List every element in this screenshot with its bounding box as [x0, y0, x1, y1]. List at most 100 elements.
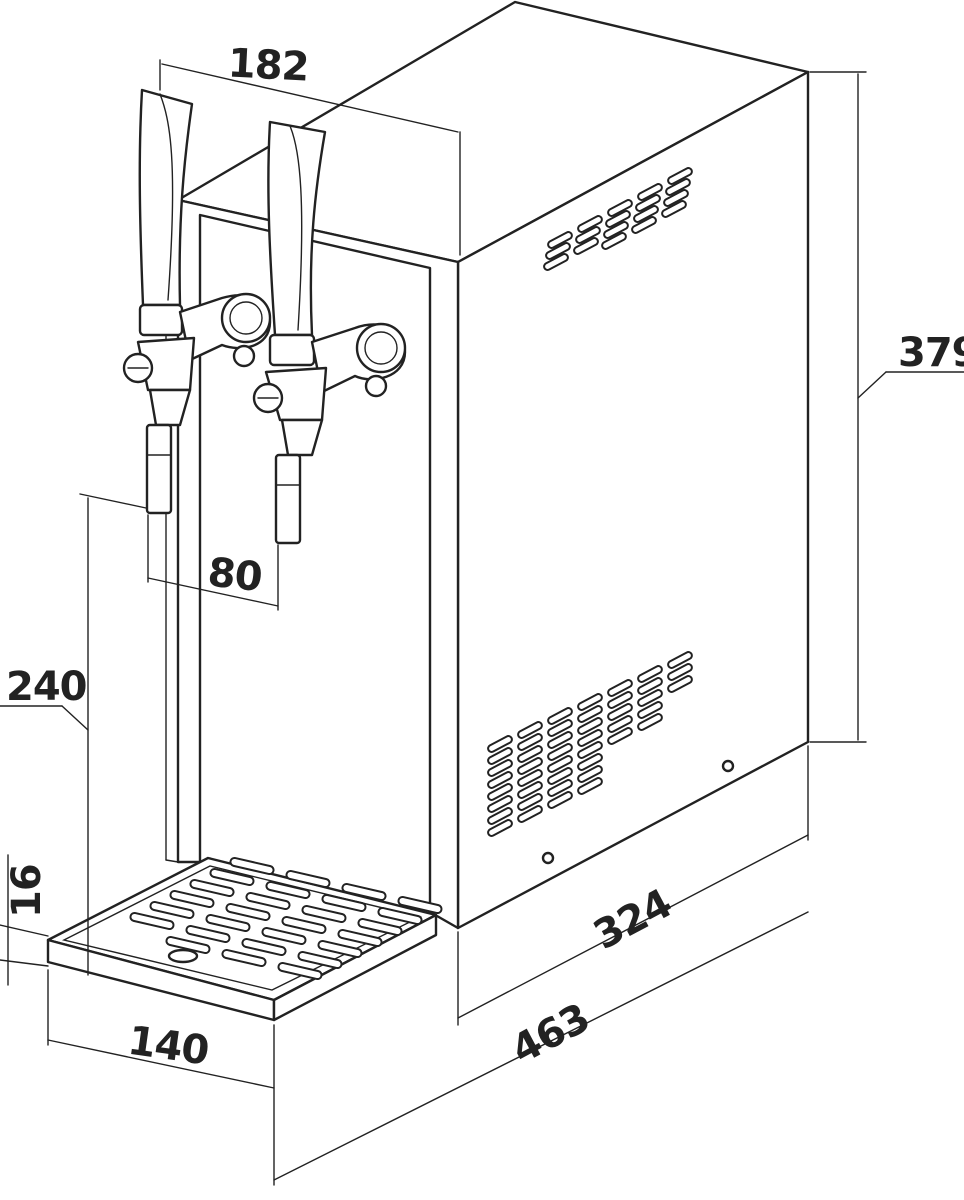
- vent-slot: [575, 226, 601, 244]
- vent-slot: [487, 819, 513, 837]
- vent-slot: [577, 765, 603, 783]
- drain-hole: [167, 948, 199, 964]
- vent-slot: [297, 950, 343, 970]
- vent-slot: [209, 867, 255, 887]
- vent-slot: [573, 237, 599, 255]
- vent-slot: [341, 882, 387, 902]
- vent-slot: [487, 771, 513, 789]
- tap-right: [252, 120, 407, 545]
- vent-slot: [245, 891, 291, 911]
- vent-slot: [487, 783, 513, 801]
- screw: [541, 851, 555, 865]
- dim-height-body: 379: [898, 330, 964, 376]
- vent-slot: [577, 777, 603, 795]
- drip-tray-grate: [129, 856, 443, 981]
- vent-slot: [337, 928, 383, 948]
- vent-slot: [667, 167, 693, 185]
- vent-slot: [129, 911, 175, 931]
- vent-slot: [357, 917, 403, 937]
- vent-slot: [517, 781, 543, 799]
- dim-spout-spacing: 80: [206, 550, 264, 601]
- vent-slot: [277, 961, 323, 981]
- vent-slot: [607, 691, 633, 709]
- dimension-lines: [0, 59, 964, 1186]
- vent-slot: [603, 221, 629, 239]
- vent-slot: [543, 253, 569, 271]
- vent-slot: [487, 735, 513, 753]
- dim-total-depth: 463: [504, 995, 597, 1073]
- dim-tray-depth: 140: [125, 1018, 211, 1075]
- vent-slot: [663, 189, 689, 207]
- vent-slot: [205, 913, 251, 933]
- vent-slot: [317, 939, 363, 959]
- vent-slot: [321, 893, 367, 913]
- vent-slot: [487, 747, 513, 765]
- vent-slot: [607, 703, 633, 721]
- spout-left: [145, 423, 173, 515]
- vent-slot: [517, 769, 543, 787]
- vent-slot: [487, 759, 513, 777]
- spout-right: [274, 453, 302, 545]
- vent-slot: [547, 755, 573, 773]
- vent-slot: [265, 880, 311, 900]
- cabinet-front: [176, 198, 460, 930]
- vent-slot: [547, 231, 573, 249]
- vent-slot: [517, 805, 543, 823]
- vent-slot: [667, 663, 693, 681]
- bottom-vent-grille: [487, 651, 693, 837]
- vent-slot: [667, 675, 693, 693]
- vent-slot: [607, 199, 633, 217]
- dim-tray-height: 16: [4, 864, 50, 918]
- vent-slot: [607, 679, 633, 697]
- vent-slot: [149, 900, 195, 920]
- vent-slot: [281, 915, 327, 935]
- vent-slot: [577, 729, 603, 747]
- vent-slot: [665, 178, 691, 196]
- vent-slot: [577, 753, 603, 771]
- tap-left: [122, 88, 272, 515]
- vent-slot: [487, 795, 513, 813]
- vent-slot: [637, 665, 663, 683]
- vent-slot: [165, 935, 211, 955]
- vent-slot: [633, 205, 659, 223]
- dim-width-taps: 182: [227, 40, 310, 90]
- vent-slot: [547, 791, 573, 809]
- vent-slot: [637, 689, 663, 707]
- vent-slot: [577, 717, 603, 735]
- vent-slot: [229, 856, 275, 876]
- vent-slot: [547, 707, 573, 725]
- vent-slot: [637, 183, 663, 201]
- vent-slot: [605, 210, 631, 228]
- vent-slot: [545, 242, 571, 260]
- vent-slot: [661, 200, 687, 218]
- vent-slot: [517, 733, 543, 751]
- vent-slot: [547, 779, 573, 797]
- vent-slot: [607, 715, 633, 733]
- vent-slot: [261, 926, 307, 946]
- vent-slot: [285, 869, 331, 889]
- vent-slot: [547, 719, 573, 737]
- top-vent-grille: [543, 167, 693, 271]
- vent-slot: [637, 701, 663, 719]
- vent-slot: [547, 767, 573, 785]
- vent-slot: [631, 216, 657, 234]
- vent-slot: [517, 745, 543, 763]
- dim-clearance: 240: [6, 664, 87, 710]
- dim-body-depth: 324: [586, 881, 679, 959]
- vent-slot: [377, 906, 423, 926]
- vent-slot: [601, 232, 627, 250]
- vent-slot: [517, 793, 543, 811]
- vent-slot: [577, 705, 603, 723]
- vent-slot: [397, 895, 443, 915]
- vent-slot: [577, 741, 603, 759]
- vent-slot: [189, 878, 235, 898]
- vent-slot: [547, 743, 573, 761]
- vent-slot: [221, 948, 267, 968]
- vent-slot: [185, 924, 231, 944]
- vent-slot: [487, 807, 513, 825]
- vent-slot: [667, 651, 693, 669]
- vent-slot: [547, 731, 573, 749]
- vent-slot: [301, 904, 347, 924]
- screw: [721, 759, 735, 773]
